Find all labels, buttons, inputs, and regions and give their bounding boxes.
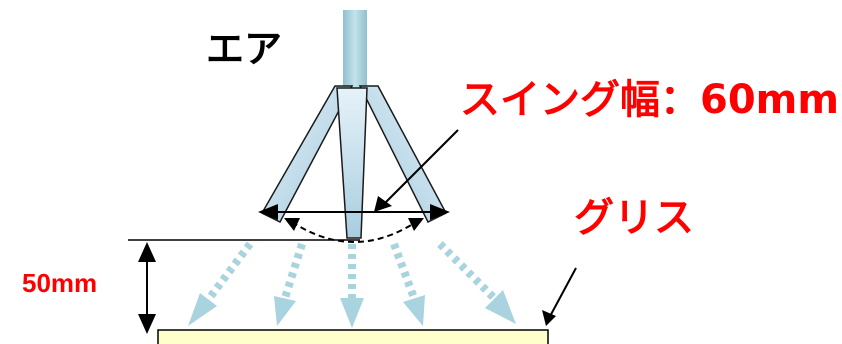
swing-arc-head-left [284, 218, 300, 231]
grease-leader-line [547, 267, 577, 321]
air-tube [343, 10, 367, 90]
air-flow-arrows [204, 241, 497, 303]
air-flow-arrow-4 [390, 242, 418, 300]
air-flow-head-5 [485, 290, 516, 324]
swing-arrowhead-right [430, 204, 450, 220]
swing-leader-line [383, 129, 459, 205]
swing-width-label: スイング幅：60mm [460, 77, 840, 123]
air-flow-head-3 [340, 298, 364, 328]
grease-label: グリス [574, 195, 694, 241]
air-flow-head-2 [274, 296, 296, 326]
air-label: エア [206, 27, 283, 71]
distance-arrowhead-top [138, 242, 156, 262]
air-flow-arrow-5 [437, 241, 497, 301]
grease-surface [157, 329, 549, 344]
air-flow-arrowheads [188, 290, 516, 328]
air-flow-arrow-1 [204, 241, 254, 303]
nozzle-left-arm [260, 85, 354, 223]
swing-arc-head-right [408, 218, 424, 231]
air-flow-head-4 [403, 295, 425, 326]
distance-arrowhead-bottom [138, 314, 156, 334]
swing-leader-head [374, 196, 392, 212]
air-flow-arrow-2 [281, 242, 306, 300]
grease-leader-head [542, 310, 556, 326]
swing-arrowhead-left [258, 204, 278, 220]
swing-arc [291, 221, 417, 243]
distance-label: 50mm [22, 268, 98, 298]
nozzle-center [336, 87, 368, 239]
air-flow-head-1 [188, 293, 217, 326]
